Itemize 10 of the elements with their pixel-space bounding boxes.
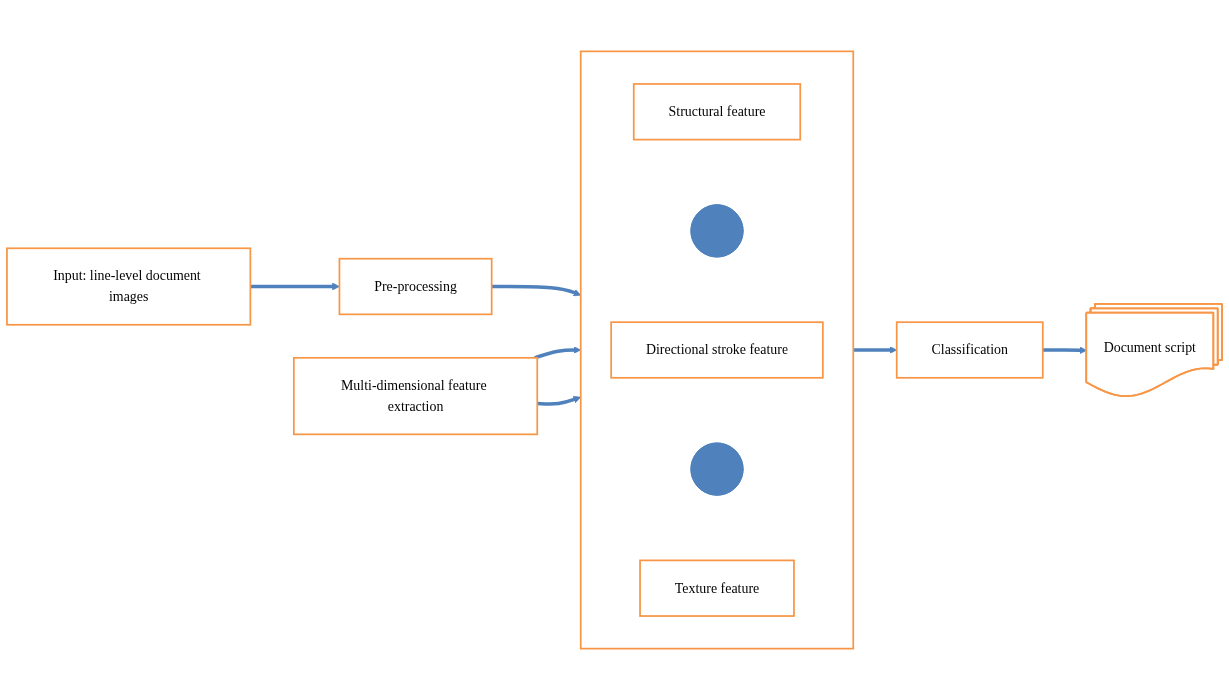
node-box: Multi-dimensional feature extraction (293, 356, 539, 436)
node-box: Classification (895, 321, 1044, 379)
node-box: Directional stroke feature (610, 321, 824, 379)
arrow (1042, 346, 1088, 355)
node-box: Pre-processing (338, 257, 493, 316)
arrow (250, 282, 340, 291)
node-box: Structural feature (632, 83, 802, 141)
node-box: Texture feature (639, 559, 795, 617)
node-box: Input: line-level document images (6, 247, 252, 326)
cluster (579, 50, 855, 650)
